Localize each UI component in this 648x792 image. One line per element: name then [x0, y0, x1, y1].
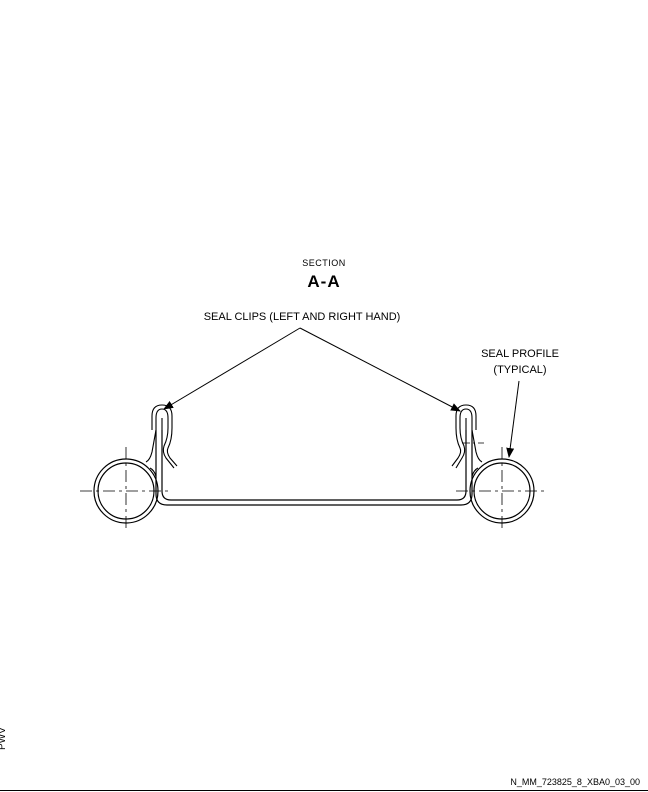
seal-clips-leaders: [163, 327, 520, 458]
margin-code-line2: PWV: [0, 727, 8, 750]
seal-clips-label: SEAL CLIPS (LEFT AND RIGHT HAND): [203, 311, 401, 323]
drawing-id: N_MM_723825_8_XBA0_03_00: [510, 777, 640, 787]
seal-profile-leader: [506, 380, 520, 458]
seal-channel: [149, 430, 479, 506]
seal-profile-label: SEAL PROFILE: [481, 348, 559, 360]
seal-profile-typical-label: (TYPICAL): [493, 364, 547, 376]
bottom-rule: [0, 790, 648, 791]
section-id: A-A: [307, 272, 341, 291]
section-word: SECTION: [302, 258, 346, 268]
margin-code: pwzxxe8477 PWV: [0, 694, 8, 750]
left-clip-leader: [163, 327, 301, 410]
left-seal-profile: [80, 447, 172, 532]
right-seal-profile: [456, 442, 546, 532]
right-clip-leader: [299, 327, 461, 412]
right-seal-clip: [451, 404, 483, 469]
left-seal-clip: [145, 404, 178, 469]
